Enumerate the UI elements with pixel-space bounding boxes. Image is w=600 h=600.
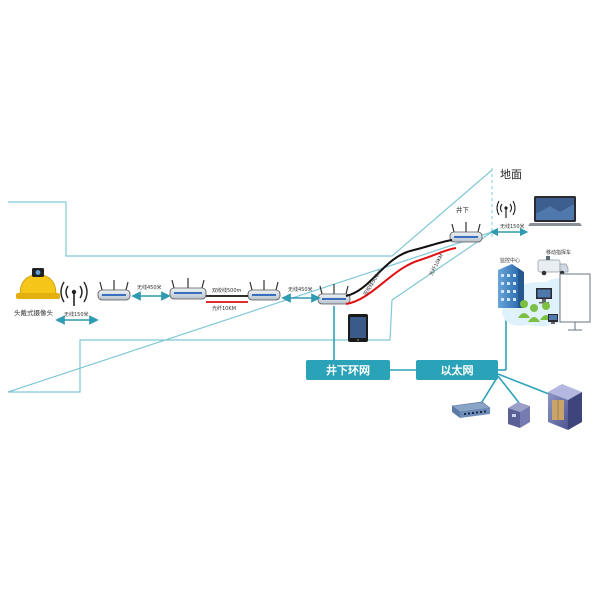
ethernet-label: 以太网 bbox=[441, 363, 474, 377]
ethernet-box bbox=[416, 360, 498, 380]
control-center-label: 监控中心 bbox=[500, 257, 520, 264]
van-icon bbox=[537, 256, 569, 276]
wireless-150-left-label: 无线150米 bbox=[64, 311, 89, 318]
wireless-150-right-label: 无线150米 bbox=[500, 223, 525, 230]
fiber-a-label: 光纤10KM bbox=[212, 305, 236, 312]
mobile-command-label: 移动指挥车 bbox=[546, 249, 571, 256]
twisted-pair-cable-b bbox=[345, 239, 453, 297]
wireless-router-icon bbox=[247, 280, 281, 301]
monitor-icon bbox=[548, 314, 558, 324]
wireless-router-icon bbox=[169, 278, 207, 300]
wireless-antenna-icon bbox=[496, 200, 516, 218]
server-rack-icon bbox=[548, 384, 582, 430]
tablet-icon bbox=[348, 314, 368, 342]
wireless-450-b-label: 无线450米 bbox=[288, 286, 313, 293]
projection-screen-icon bbox=[559, 273, 591, 331]
ring-network-label: 井下环网 bbox=[326, 363, 370, 377]
twisted-pair-a-label: 双绞线500m bbox=[212, 287, 242, 294]
fiber-cable-b bbox=[345, 247, 457, 305]
wireless-antenna-icon bbox=[60, 281, 88, 306]
wireless-router-icon bbox=[449, 222, 483, 243]
tunnel-outline bbox=[7, 169, 493, 393]
building-icon bbox=[498, 264, 524, 308]
network-links bbox=[333, 306, 555, 405]
server-small-icon bbox=[508, 402, 530, 428]
wireless-router-icon bbox=[317, 284, 351, 305]
laptop-icon bbox=[528, 196, 582, 226]
wireless-router-icon bbox=[97, 280, 131, 301]
underground-label: 井下 bbox=[456, 205, 470, 214]
network-switch-icon bbox=[451, 401, 491, 418]
ring-network-box bbox=[306, 360, 390, 380]
users-group-icon bbox=[518, 300, 552, 322]
helmet-camera-label: 头戴式摄像头 bbox=[14, 308, 54, 317]
surface-label: 地面 bbox=[500, 168, 522, 181]
helmet-camera-icon bbox=[16, 268, 60, 299]
twisted-pair-b-label: 双绞线500m bbox=[362, 268, 384, 297]
wireless-450-a-label: 无线450米 bbox=[137, 284, 162, 291]
